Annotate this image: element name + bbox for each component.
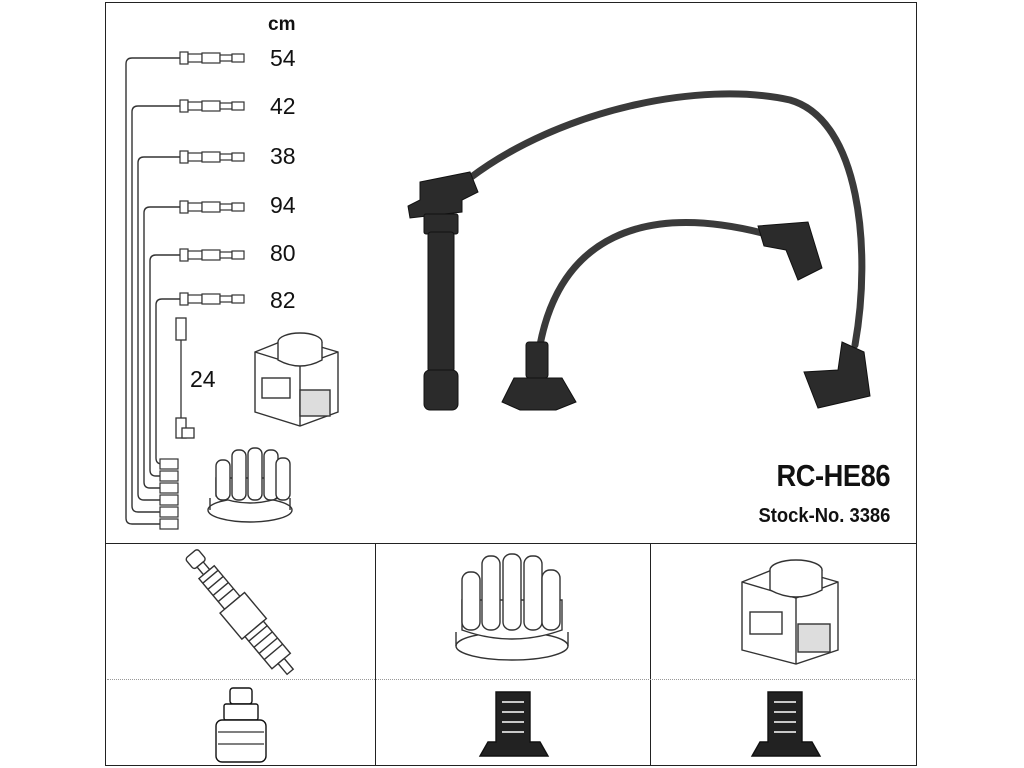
divider-horizontal xyxy=(105,543,917,544)
divider-dotted xyxy=(107,679,915,680)
diagram-frame xyxy=(105,2,917,766)
connector-set xyxy=(159,51,245,530)
cable-length-1: 54 xyxy=(270,45,296,71)
cable-length-5: 80 xyxy=(270,240,296,266)
cable-schematic xyxy=(125,57,180,525)
plug-boot-long xyxy=(407,171,479,411)
boot-icon xyxy=(215,687,267,763)
distributor-cap-icon xyxy=(455,553,569,661)
cable-length-6: 82 xyxy=(270,287,296,313)
coil-lead xyxy=(175,317,195,439)
spark-plug-icon xyxy=(185,549,295,676)
ignition-coil-icon xyxy=(741,559,839,665)
boot-icon xyxy=(750,691,822,757)
distributor-boot xyxy=(501,341,577,411)
angled-boot-2 xyxy=(803,341,871,409)
ignition-coil-icon xyxy=(254,332,339,427)
product-stock-number: Stock-No. 3386 xyxy=(758,505,890,527)
angled-boot-1 xyxy=(757,221,823,281)
cable-length-4: 94 xyxy=(270,192,296,218)
divider-vertical-2 xyxy=(650,543,651,766)
cable-length-3: 38 xyxy=(270,143,296,169)
boot-icon xyxy=(478,691,550,757)
cable-set-photo xyxy=(466,90,866,349)
unit-label: cm xyxy=(268,14,296,35)
distributor-cap-icon xyxy=(207,447,293,523)
cable-length-2: 42 xyxy=(270,93,296,119)
product-model: RC-HE86 xyxy=(776,458,890,493)
coil-lead-length: 24 xyxy=(190,366,216,392)
divider-vertical-1 xyxy=(375,543,376,766)
